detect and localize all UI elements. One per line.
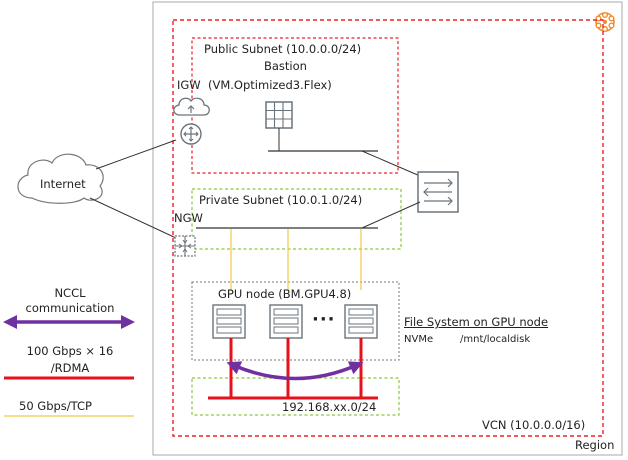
- legend-tcp-label: 50 Gbps/TCP: [19, 399, 92, 413]
- rdma-subnet-box: [191, 377, 400, 416]
- rdma-subnet-label: 192.168.xx.0/24: [282, 400, 377, 414]
- vcn-label: VCN (10.0.0.0/16): [482, 418, 586, 432]
- gpu-node-server-icon: [212, 304, 246, 339]
- router-icon: [417, 171, 459, 213]
- vcn-box: [172, 19, 604, 437]
- gpu-node-server-icon: [344, 304, 378, 339]
- private-subnet-box: [191, 188, 402, 250]
- file-system-label: File System on GPU node: [404, 315, 549, 329]
- private-subnet-label: Private Subnet (10.0.1.0/24): [199, 193, 363, 207]
- ngw-label: NGW: [174, 211, 203, 225]
- igw-icon: [173, 97, 210, 145]
- igw-label: IGW: [177, 78, 201, 92]
- region-label: Region: [575, 438, 615, 452]
- file-system-path: /mnt/localdisk: [460, 334, 531, 345]
- private-bus-to-router-link: [361, 201, 421, 229]
- bastion-shape-label: (VM.Optimized3.Flex): [208, 78, 332, 92]
- file-system-type: NVMe: [404, 334, 434, 345]
- internet-to-ngw-link: [89, 197, 177, 239]
- gpu-group-box: [191, 281, 400, 361]
- bastion-label: Bastion: [264, 59, 307, 73]
- legend-rdma-label: 100 Gbps × 16 /RDMA: [26, 344, 114, 375]
- bastion-server-icon: [265, 101, 293, 129]
- public-subnet-label: Public Subnet (10.0.0.0/24): [204, 42, 362, 56]
- gpu-node-ellipsis: ···: [312, 309, 336, 330]
- internet-to-igw-link: [95, 139, 177, 170]
- gpu-group-label: GPU node (BM.GPU4.8): [218, 287, 352, 301]
- ngw-icon: [174, 235, 196, 257]
- nccl-arc: [226, 361, 364, 381]
- internet-cloud-icon: [17, 153, 104, 204]
- public-bus-to-router-link: [361, 150, 421, 177]
- gpu-node-server-icon: [269, 304, 303, 339]
- region-icon: [595, 11, 615, 32]
- legend-nccl-label: NCCL communication: [25, 286, 115, 315]
- internet-label: Internet: [40, 177, 86, 191]
